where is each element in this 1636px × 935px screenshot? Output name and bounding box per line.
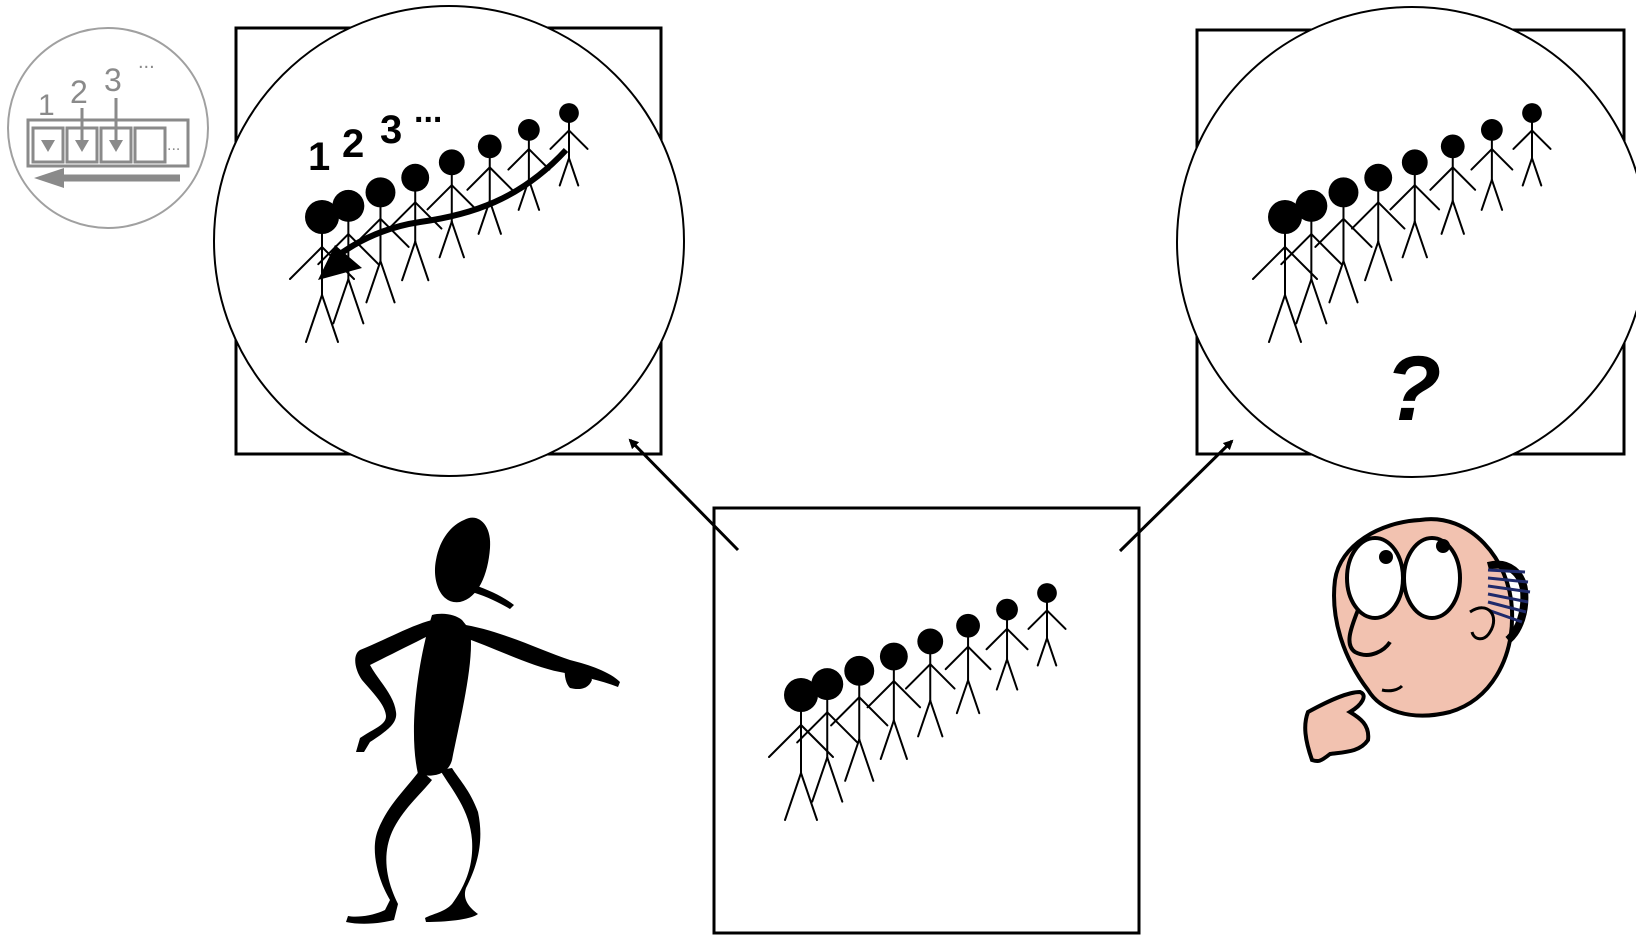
left-thought-bubble [213, 5, 685, 477]
stick-figure [387, 163, 443, 282]
thinking-man-face [1303, 517, 1531, 764]
stick-figure [426, 149, 478, 259]
icon-box-ellipsis: ... [167, 137, 180, 154]
stick-figure [768, 678, 834, 821]
stick-figure [1429, 134, 1477, 235]
stick-figure [1512, 103, 1552, 187]
icon-label-3: 3 [104, 62, 122, 98]
hair-tuft [1487, 568, 1531, 624]
stick-figure [1470, 119, 1514, 211]
counting-arrow [328, 147, 569, 265]
question-mark: ? [1385, 338, 1441, 440]
left-thought-panel: 1 2 3 ... [213, 5, 685, 477]
left-count-3: 3 [380, 108, 402, 152]
stick-figure [944, 613, 992, 715]
stick-figure [1389, 149, 1441, 259]
right-thought-bubble [1176, 6, 1636, 478]
center-queue-people [768, 583, 1067, 821]
stick-figure [1314, 177, 1373, 304]
stick-figure [1350, 163, 1406, 282]
icon-label-1: 1 [38, 89, 55, 122]
right-queue-people [1252, 103, 1552, 343]
counting-queue-icon: 1 2 3 ... ... [7, 27, 209, 229]
stick-figure [549, 103, 589, 187]
left-count-2: 2 [342, 122, 364, 166]
icon-label-2: 2 [70, 74, 88, 110]
stick-figure [866, 642, 922, 761]
pointing-man-figure [346, 517, 620, 924]
icon-ellipsis: ... [138, 51, 155, 73]
left-count-ellipsis: ... [414, 92, 442, 130]
arrow-to-left-panel [628, 438, 740, 552]
left-eye [1345, 536, 1405, 620]
thinking-hand [1303, 689, 1371, 764]
center-panel-frame [712, 506, 1141, 935]
stick-figure [1027, 583, 1067, 667]
right-eye [1402, 536, 1462, 620]
left-count-1: 1 [308, 135, 330, 179]
right-thought-panel: ? [1176, 6, 1636, 478]
stick-figure [796, 668, 859, 803]
stick-figure [1280, 189, 1343, 325]
center-queue-panel [712, 506, 1141, 935]
stick-figure [830, 655, 889, 782]
stick-figure [904, 628, 956, 738]
arrow-to-right-panel [1118, 439, 1234, 553]
stick-figure [985, 598, 1029, 691]
